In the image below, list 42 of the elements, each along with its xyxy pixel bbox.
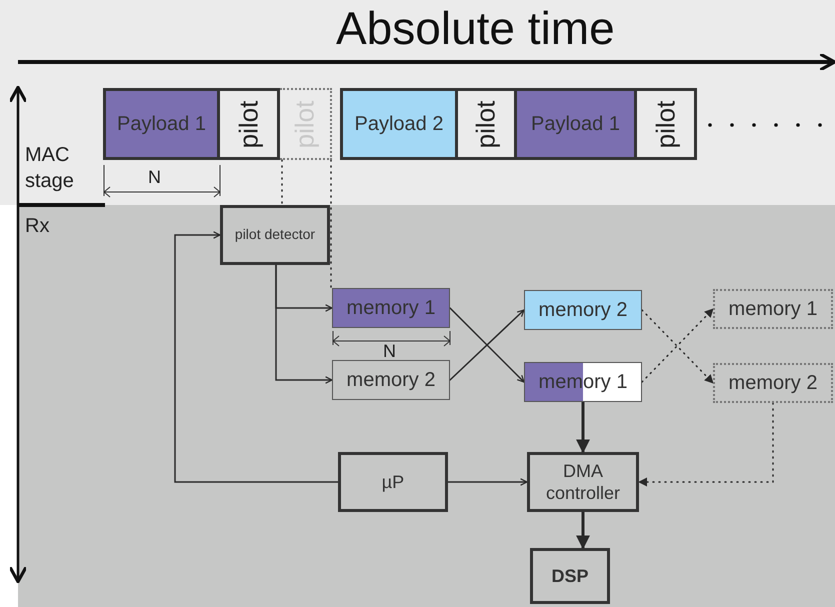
- node-label: Payload 1: [117, 112, 206, 136]
- node-label: pilot detector: [234, 226, 316, 244]
- node-label: memory 1: [728, 296, 818, 322]
- arrow: [447, 478, 528, 486]
- stage-label: Rx: [25, 214, 50, 238]
- dimension-label: N: [148, 166, 161, 188]
- dimension-label: N: [383, 340, 396, 362]
- axis-title: Absolute time: [336, 2, 615, 54]
- node-label: DSP: [551, 564, 588, 588]
- pilot-block: [280, 88, 332, 160]
- node-label: Payload 2: [354, 112, 444, 136]
- memory-block: [332, 288, 450, 328]
- memory-block: [713, 289, 833, 329]
- memory-block: [713, 363, 833, 403]
- payload-block: [340, 88, 458, 160]
- payload-block: [103, 88, 220, 160]
- process-box: [338, 452, 448, 512]
- arrow: [275, 264, 333, 384]
- node-label: µP: [382, 470, 404, 494]
- node-label: Payload 1: [531, 112, 620, 136]
- pilot-block: [458, 88, 517, 160]
- node-label: pilot: [649, 100, 681, 148]
- arrow: [576, 400, 590, 454]
- stage-label: MAC stage: [25, 143, 75, 194]
- node-label: memory 2: [728, 370, 818, 396]
- node-label: memory 1: [346, 296, 436, 320]
- node-label: pilot: [232, 100, 264, 148]
- arrow: [174, 231, 339, 483]
- arrow: [576, 510, 590, 550]
- node-label: pilot: [470, 100, 502, 148]
- memory-block: [524, 290, 642, 330]
- process-box: [530, 548, 610, 604]
- node-label: memory 2: [346, 368, 436, 392]
- pilot-block: [637, 88, 697, 160]
- dotted-arrow: [638, 402, 774, 486]
- node-label: DMA controller: [544, 460, 622, 504]
- pilot-block: [220, 88, 280, 160]
- process-box: [527, 452, 639, 512]
- node-label: memory 2: [538, 298, 628, 322]
- memory-block: [332, 360, 450, 400]
- process-box: [220, 205, 330, 265]
- payload-block: [517, 88, 637, 160]
